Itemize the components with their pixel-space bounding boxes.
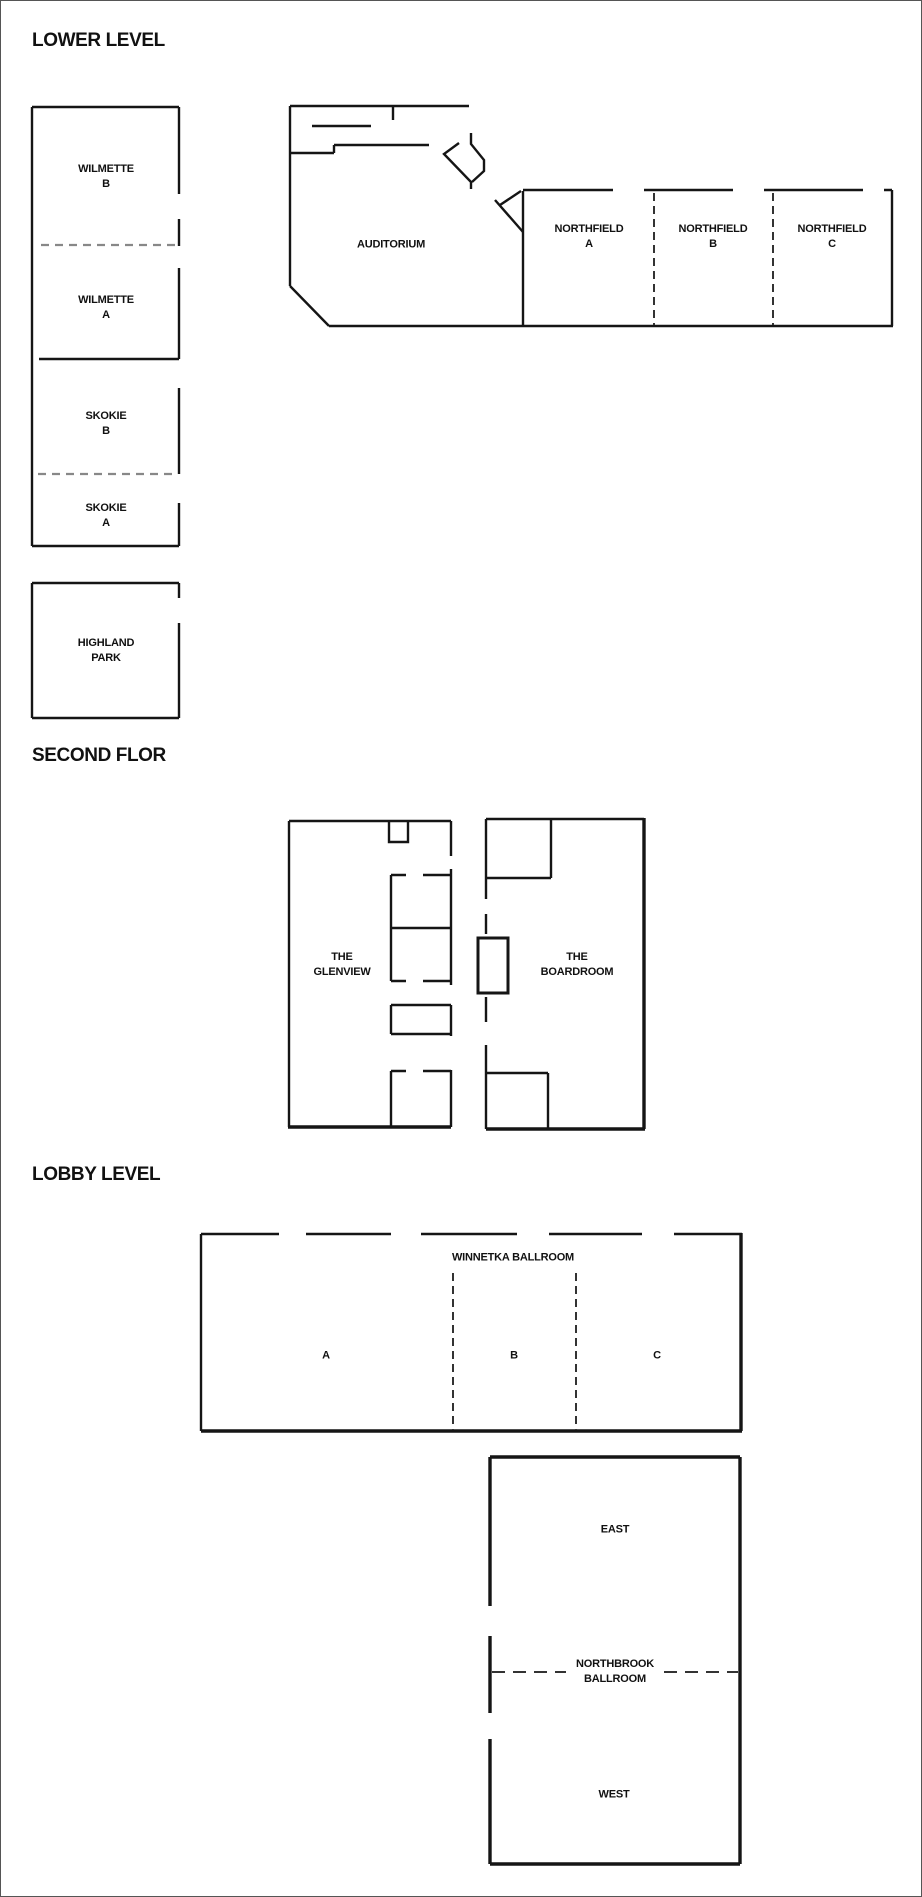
room-label-winnetka-c: C	[653, 1349, 661, 1362]
room-label-winnetka-a: A	[322, 1349, 330, 1362]
highland-park-walls	[30, 581, 181, 720]
auditorium-door-icon	[442, 133, 486, 189]
room-label-northfield-b: NORTHFIELD B	[678, 223, 748, 250]
boardroom-interior-walls	[486, 819, 553, 1129]
room-label-winnetka-ballroom: WINNETKA BALLROOM	[451, 1251, 575, 1264]
room-label-boardroom: THE BOARDROOM	[540, 951, 614, 978]
room-label-winnetka-b: B	[510, 1349, 518, 1362]
northbrook-walls	[488, 1455, 742, 1866]
room-label-skokie-a: SKOKIE A	[85, 502, 127, 529]
northfield-a-door-icon	[494, 190, 524, 233]
room-label-skokie-b: SKOKIE B	[85, 410, 127, 437]
auditorium-walls	[288, 104, 893, 328]
room-label-northbrook-east: EAST	[600, 1523, 630, 1536]
room-label-wilmette-a: WILMETTE A	[78, 294, 134, 321]
section-title-lobby-level: LOBBY LEVEL	[32, 1164, 161, 1185]
section-title-second-flor: SECOND FLOR	[32, 745, 166, 766]
elevator-shaft	[476, 936, 510, 995]
winnetka-walls	[199, 1232, 742, 1431]
boardroom-walls	[484, 817, 644, 1129]
section-title-lower-level: LOWER LEVEL	[32, 30, 165, 51]
room-label-glenview: THE GLENVIEW	[313, 951, 371, 978]
room-label-highland-park: HIGHLAND PARK	[77, 637, 135, 664]
glenview-interior-walls	[389, 873, 451, 1127]
room-label-northbrook-west: WEST	[598, 1788, 630, 1801]
room-label-auditorium: AUDITORIUM	[356, 238, 426, 251]
room-label-wilmette-b: WILMETTE B	[78, 163, 134, 190]
winnetka-heavy-walls	[201, 1233, 743, 1433]
room-label-northbrook-ballroom: NORTHBROOK BALLROOM	[575, 1658, 655, 1685]
northfield-walls	[521, 188, 894, 326]
boardroom-outer-heavy-walls	[486, 818, 646, 1131]
room-label-northfield-c: NORTHFIELD C	[797, 223, 867, 250]
wilmette-skokie-walls	[30, 105, 181, 548]
room-label-northfield-a: NORTHFIELD A	[554, 223, 624, 250]
